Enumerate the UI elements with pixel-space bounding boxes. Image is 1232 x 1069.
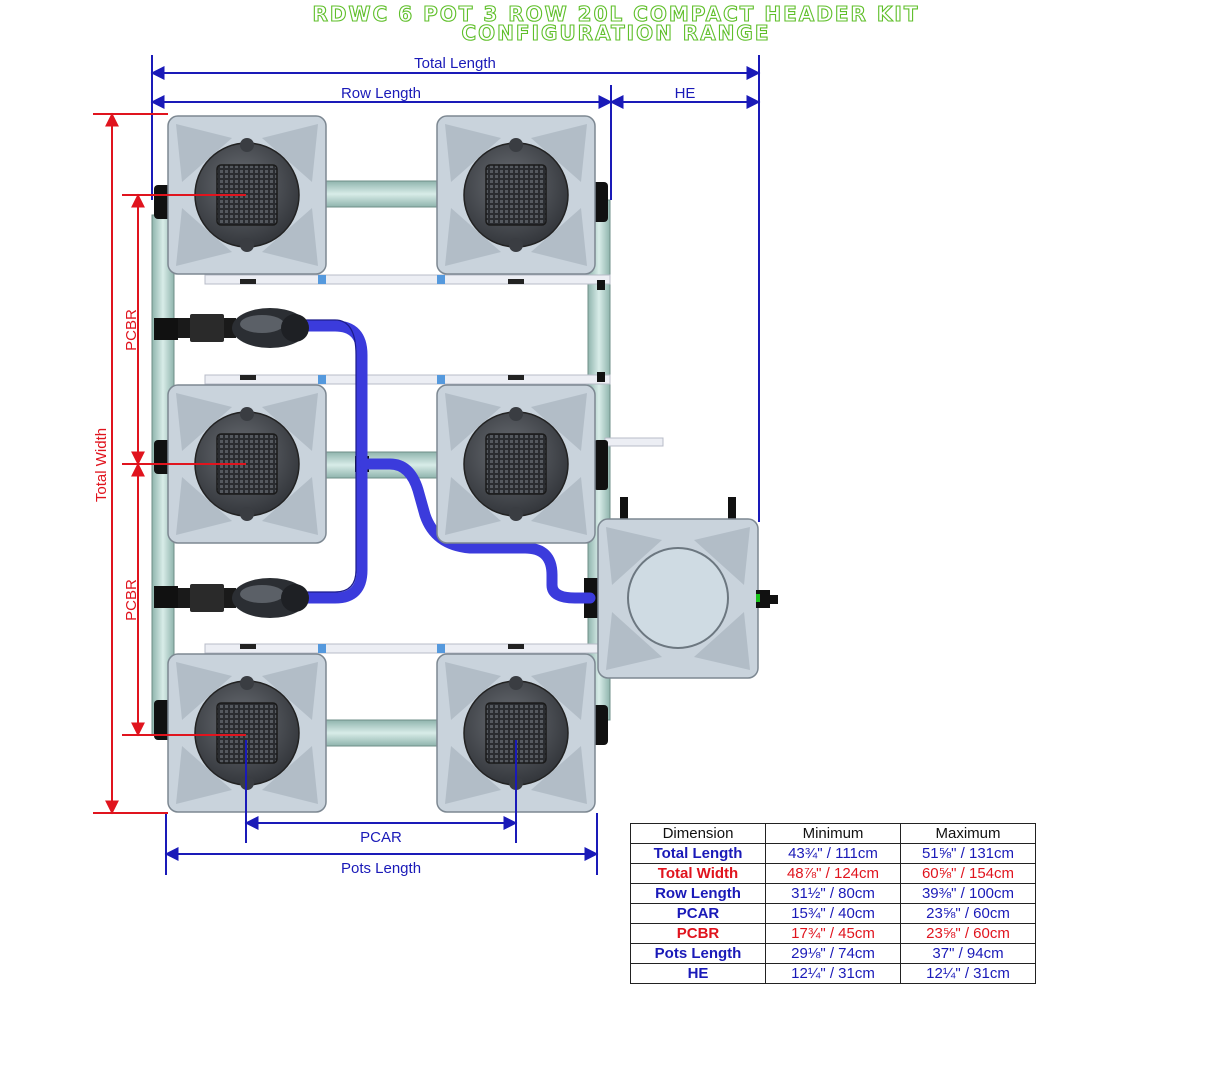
pcbr-upper-label: PCBR: [123, 309, 140, 351]
table-row: PCAR 15¾" / 40cm 23⅝" / 60cm: [630, 903, 1036, 924]
table-row: Total Length 43¾" / 111cm 51⅝" / 131cm: [630, 843, 1036, 864]
dimension-name: Total Width: [630, 863, 766, 884]
dimension-name: PCBR: [630, 923, 766, 944]
dimension-table: Dimension Minimum Maximum Total Length 4…: [630, 823, 1036, 984]
pcar-label: PCAR: [360, 829, 402, 846]
header-tank: [597, 497, 778, 679]
grow-pot: [167, 115, 327, 275]
grow-pot: [436, 115, 596, 275]
dimension-name: PCAR: [630, 903, 766, 924]
pcbr-lower-label: PCBR: [123, 579, 140, 621]
column-header: Dimension: [630, 823, 766, 844]
table-row: Pots Length 29⅛" / 74cm 37" / 94cm: [630, 943, 1036, 964]
grow-pot: [167, 653, 327, 813]
maximum-value: 23⅝" / 60cm: [900, 903, 1036, 924]
maximum-value: 37" / 94cm: [900, 943, 1036, 964]
diagram-subtitle: CONFIGURATION RANGE: [461, 21, 771, 45]
grow-pot: [436, 384, 596, 544]
maximum-value: 51⅝" / 131cm: [900, 843, 1036, 864]
grow-pot: [167, 384, 327, 544]
table-row: PCBR 17¾" / 45cm 23⅝" / 60cm: [630, 923, 1036, 944]
minimum-value: 29⅛" / 74cm: [765, 943, 901, 964]
row-length-label: Row Length: [341, 85, 421, 102]
dimension-lines-red: [93, 112, 246, 815]
pots-length-label: Pots Length: [341, 860, 421, 877]
table-row: Total Width 48⅞" / 124cm 60⅝" / 154cm: [630, 863, 1036, 884]
column-header: Maximum: [900, 823, 1036, 844]
dimension-name: Total Length: [630, 843, 766, 864]
pump-lower: [178, 578, 309, 618]
column-header: Minimum: [765, 823, 901, 844]
minimum-value: 43¾" / 111cm: [765, 843, 901, 864]
he-label: HE: [675, 85, 696, 102]
total-width-label: Total Width: [93, 428, 110, 502]
dimension-name: Row Length: [630, 883, 766, 904]
grow-pot: [436, 653, 596, 813]
dimension-name: Pots Length: [630, 943, 766, 964]
dimension-lines-blue: [150, 55, 761, 875]
maximum-value: 60⅝" / 154cm: [900, 863, 1036, 884]
diagram-title: RDWC 6 POT 3 ROW 20L COMPACT HEADER KIT: [312, 2, 920, 26]
minimum-value: 12¼" / 31cm: [765, 963, 901, 984]
minimum-value: 15¾" / 40cm: [765, 903, 901, 924]
maximum-value: 39⅜" / 100cm: [900, 883, 1036, 904]
maximum-value: 12¼" / 31cm: [900, 963, 1036, 984]
minimum-value: 48⅞" / 124cm: [765, 863, 901, 884]
total-length-label: Total Length: [414, 55, 496, 72]
maximum-value: 23⅝" / 60cm: [900, 923, 1036, 944]
minimum-value: 17¾" / 45cm: [765, 923, 901, 944]
table-row: HE 12¼" / 31cm 12¼" / 31cm: [630, 963, 1036, 984]
minimum-value: 31½" / 80cm: [765, 883, 901, 904]
pots: [167, 115, 596, 813]
pump-upper: [178, 308, 309, 348]
blue-hoses: [294, 320, 596, 604]
dimension-name: HE: [630, 963, 766, 984]
table-row: Row Length 31½" / 80cm 39⅜" / 100cm: [630, 883, 1036, 904]
hose-outline: [300, 319, 357, 593]
table-header-row: Dimension Minimum Maximum: [630, 823, 1036, 844]
